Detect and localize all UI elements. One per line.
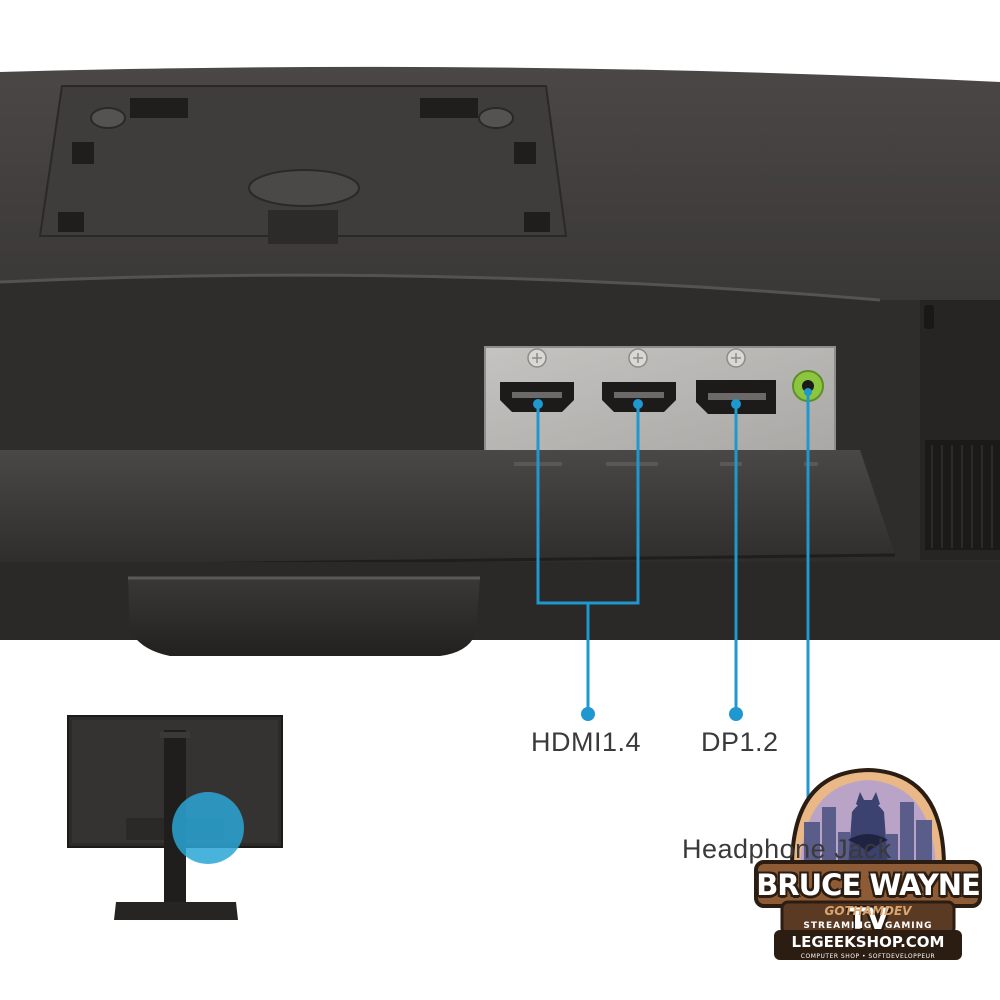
watermark-site: LEGEEKSHOP.COM — [791, 933, 945, 951]
watermark-subtitle: GOTHAMDEV — [824, 904, 912, 918]
callout-lines — [536, 392, 810, 826]
vesa-mount-plate — [38, 85, 568, 244]
port-panel — [484, 346, 836, 454]
headphone-jack-label: Headphone Jack — [682, 834, 892, 864]
watermark-logo: BRUCE WAYNE TV GOTHAMDEV STREAMING · GAM… — [752, 762, 984, 977]
screw-icon — [628, 348, 648, 368]
monitor-bottom-lip — [0, 450, 896, 570]
screw-icon — [527, 348, 547, 368]
thumbnail-highlight — [172, 792, 244, 864]
monitor-stand-bottom — [0, 562, 1000, 656]
watermark-badge — [754, 767, 982, 960]
hdmi-port-1 — [500, 382, 574, 412]
screw-icon — [726, 348, 746, 368]
displayport-port — [696, 380, 776, 414]
hdmi-label: HDMI1.4 — [531, 727, 642, 757]
headphone-jack-port — [792, 370, 824, 402]
displayport-label: DP1.2 — [701, 727, 779, 757]
watermark-tagline: STREAMING · GAMING — [803, 921, 933, 931]
watermark-footer: COMPUTER SHOP • SOFTDEVELOPPEUR — [800, 953, 936, 960]
watermark-title: BRUCE WAYNE TV — [756, 868, 981, 936]
monitor-thumbnail — [67, 715, 283, 920]
hdmi-port-2 — [602, 382, 676, 412]
